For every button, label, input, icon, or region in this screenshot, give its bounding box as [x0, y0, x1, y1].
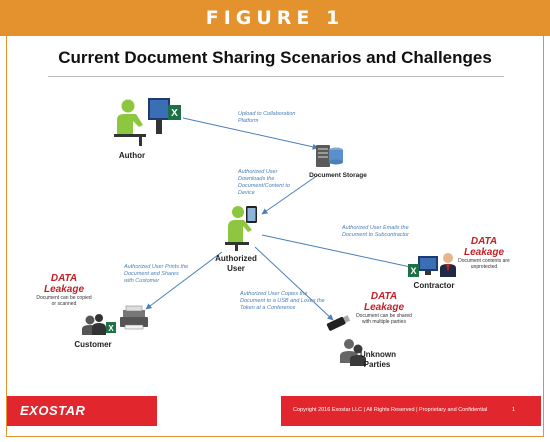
footer-copyright-panel — [281, 396, 541, 426]
arrow-storage-to-user — [261, 174, 319, 215]
figure-frame — [6, 36, 544, 437]
footer-bar — [7, 396, 541, 426]
leak-description: Document can be shared with multiple par… — [356, 313, 412, 325]
authorized-user-icon — [225, 206, 257, 251]
footer-logo-panel — [7, 396, 157, 426]
authorized-user-label: Authorized User — [215, 254, 257, 273]
author-icon: X — [114, 98, 181, 146]
contractor-data-leakage: DATA Leakage Document contents are unpro… — [458, 236, 510, 270]
leak-title: DATA Leakage — [43, 273, 85, 295]
print-annotation: Authorized User Prints the Document and … — [124, 264, 189, 284]
contractor-label: Contractor — [413, 281, 455, 290]
svg-text:X: X — [108, 324, 114, 333]
arrow-author-to-storage — [182, 117, 319, 150]
arrow-user-to-customer — [145, 251, 223, 310]
author-label: Author — [118, 151, 146, 160]
leak-title: DATA Leakage — [463, 236, 505, 258]
arrow-user-to-contractor — [261, 234, 416, 270]
title-divider — [48, 76, 504, 77]
unknown-parties-icon — [340, 339, 366, 366]
customer-label: Customer — [74, 340, 112, 349]
page-number: 1 — [512, 407, 516, 413]
database-icon — [316, 145, 343, 167]
leak-description: Document can be copied or scanned — [36, 295, 92, 307]
leak-title: DATA Leakage — [363, 291, 405, 313]
customer-data-leakage: DATA Leakage Document can be copied or s… — [36, 273, 92, 307]
unknown-parties-label: Unknown Parties — [360, 350, 396, 369]
svg-text:X: X — [171, 108, 178, 119]
document-storage-label: Document Storage — [309, 172, 367, 179]
page-title: Current Document Sharing Scenarios and C… — [58, 48, 492, 67]
svg-text:X: X — [410, 266, 416, 276]
customer-icon: X — [82, 305, 148, 335]
leak-description: Document contents are unprotected — [458, 258, 510, 270]
email-annotation: Authorized User Emails the Document to S… — [342, 225, 409, 238]
upload-annotation: Upload to Collaboration Platform — [238, 111, 296, 124]
copyright-text: Copyright 2016 Exostar LLC | All Rights … — [293, 407, 488, 413]
usb-annotation: Authorized User Copies the Document to a… — [240, 291, 325, 311]
arrow-user-to-usb — [254, 246, 334, 321]
exostar-logo: EXOSTAR — [20, 403, 86, 418]
download-annotation: Authorized User Downloads the Document/C… — [238, 169, 290, 196]
figure-banner: FIGURE 1 — [0, 0, 550, 36]
contractor-icon: X — [408, 253, 456, 277]
unknown-data-leakage: DATA Leakage Document can be shared with… — [356, 291, 412, 325]
usb-drive-icon — [326, 315, 351, 331]
footer-spacer — [157, 396, 281, 426]
